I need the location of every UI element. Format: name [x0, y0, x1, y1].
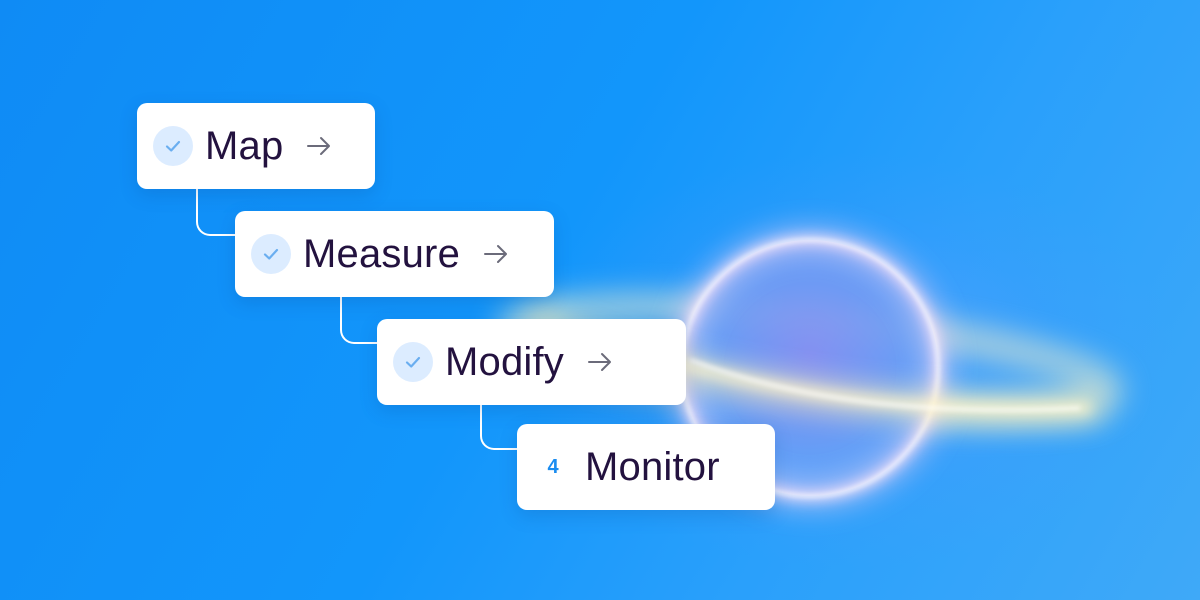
connector-line: [480, 404, 520, 450]
arrow-right-icon: [305, 134, 333, 158]
step-label: Measure: [303, 234, 460, 274]
step-card-measure[interactable]: Measure: [235, 211, 554, 297]
step-card-map[interactable]: Map: [137, 103, 375, 189]
step-label: Monitor: [585, 447, 720, 487]
step-card-modify[interactable]: Modify: [377, 319, 686, 405]
check-icon: [393, 342, 433, 382]
step-card-monitor[interactable]: 4 Monitor: [517, 424, 775, 510]
check-icon: [153, 126, 193, 166]
connector-line: [196, 188, 236, 236]
check-icon: [251, 234, 291, 274]
connector-line: [340, 296, 380, 344]
step-label: Modify: [445, 342, 564, 382]
arrow-right-icon: [586, 350, 614, 374]
step-label: Map: [205, 126, 283, 166]
arrow-right-icon: [482, 242, 510, 266]
step-number: 4: [533, 447, 573, 487]
